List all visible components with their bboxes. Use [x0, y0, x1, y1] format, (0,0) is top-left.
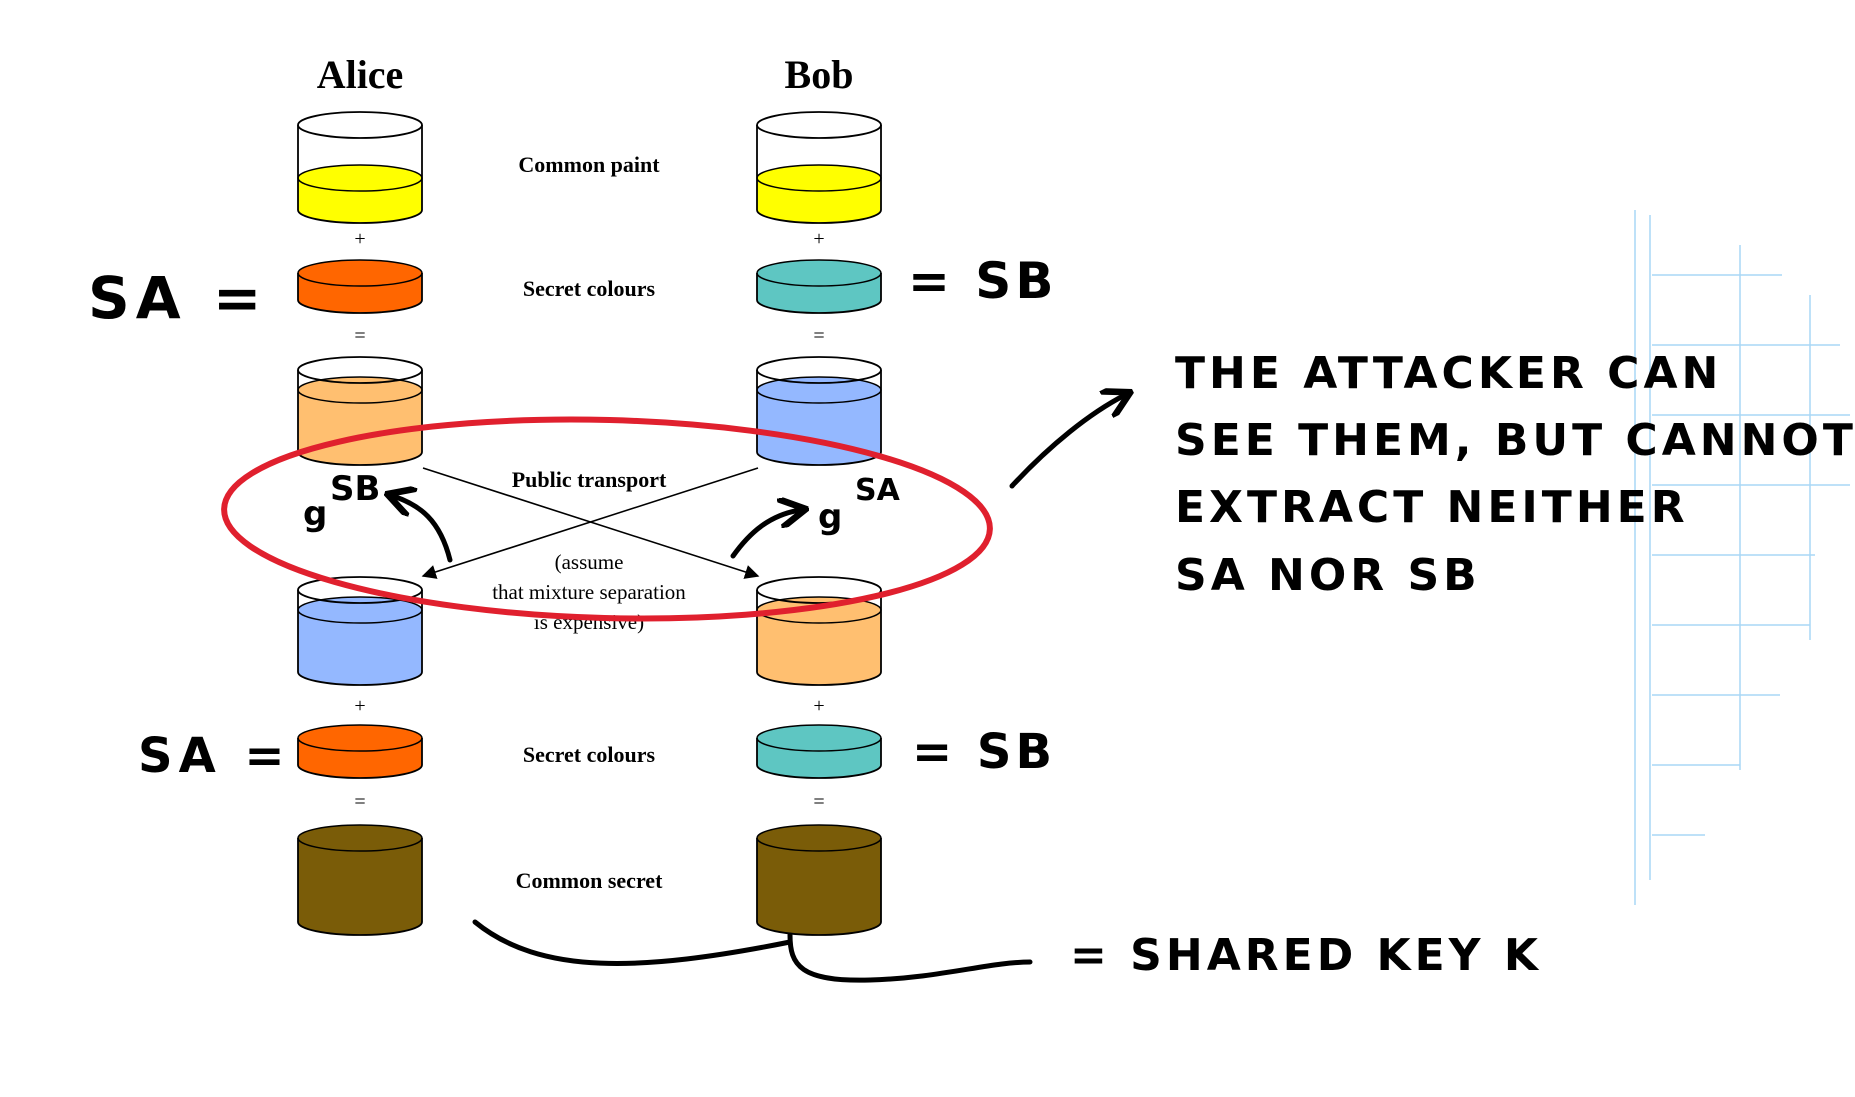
alice-mixture-container-paint-surface	[297, 376, 423, 404]
attacker-note-line: SEE THEM, BUT CANNOT	[1175, 415, 1855, 466]
shared-key-brace-left	[472, 919, 793, 966]
bob-common-secret-container-base	[756, 921, 882, 936]
alice-mixture-container-base	[297, 451, 423, 466]
alice-secret-colour-container-paint-surface	[297, 724, 423, 752]
alice-common-secret-container	[297, 824, 423, 936]
attacker-note-line: SA NOR SB	[1175, 550, 1481, 601]
public-transport-highlight-ellipse	[221, 416, 993, 622]
note-g-left-base: g	[303, 494, 327, 534]
assume-line: that mixture separation	[492, 580, 686, 604]
plus-sign: +	[813, 695, 824, 717]
alice-common-secret-container-paint	[298, 838, 422, 935]
alice-common-paint-container-base	[297, 209, 423, 224]
alice-secret-colour-container-base	[297, 764, 423, 779]
note-sb-bottom: = SB	[912, 724, 1056, 780]
bob-header: Bob	[785, 52, 854, 97]
plus-sign: +	[354, 695, 365, 717]
handwritten-annotations: SA = = SB SA = = SB g SB g SA THE ATTACK…	[88, 252, 1855, 981]
attacker-note-line: THE ATTACKER CAN	[1175, 348, 1722, 399]
note-sb-top: = SB	[908, 252, 1057, 310]
note-sa-top: SA =	[88, 264, 267, 332]
label-common-secret: Common secret	[516, 868, 663, 893]
assume-line: (assume	[555, 550, 624, 574]
bob-secret-colour-container-base	[756, 299, 882, 314]
label-public-transport: Public transport	[512, 467, 667, 492]
alice-received-mixture-container-rim	[297, 576, 423, 604]
plus-sign: +	[354, 228, 365, 250]
bob-mixture-container-paint-surface	[756, 376, 882, 404]
bob-secret-colour-container-paint-surface	[756, 259, 882, 287]
bob-received-mixture-container	[756, 576, 882, 686]
bob-common-secret-container-paint-surface	[756, 824, 882, 852]
alice-common-paint-container	[297, 111, 423, 224]
bob-secret-colour-container-base	[756, 764, 882, 779]
row-labels: Common paint Secret colours Public trans…	[512, 152, 667, 893]
bob-mixture-container-rim	[756, 356, 882, 384]
alice-received-mixture-container-paint	[298, 610, 422, 685]
attacker-pointer-arrow	[1009, 395, 1125, 489]
bob-common-paint-container-base	[756, 209, 882, 224]
bob-received-mixture-container-base	[756, 671, 882, 686]
paint-containers	[297, 111, 882, 936]
bob-secret-colour-container	[756, 259, 882, 314]
label-secret-colours: Secret colours	[523, 276, 656, 301]
exchange-arrows	[421, 467, 760, 579]
arrow-bob-to-alice	[421, 467, 759, 579]
shared-key-brace-right	[787, 932, 1033, 983]
bob-common-paint-container-paint-surface	[756, 164, 882, 192]
bob-secret-colour-container	[756, 724, 882, 779]
alice-common-secret-container-paint-surface	[297, 824, 423, 852]
attacker-note-line: EXTRACT NEITHER	[1175, 482, 1689, 533]
handwritten-strokes	[393, 395, 1125, 983]
plus-sign: +	[813, 228, 824, 250]
bob-received-mixture-container-paint	[757, 610, 881, 685]
bob-common-paint-container	[756, 111, 882, 224]
curved-arrow-right	[730, 510, 800, 559]
bob-received-mixture-container-rim	[756, 576, 882, 604]
equals-sign: =	[813, 325, 824, 347]
label-secret-colours: Secret colours	[523, 742, 656, 767]
alice-secret-colour-container-paint-surface	[297, 259, 423, 287]
alice-received-mixture-container	[297, 576, 423, 686]
alice-common-paint-container-paint-surface	[297, 164, 423, 192]
alice-secret-colour-container	[297, 259, 423, 314]
note-sa-bottom: SA =	[138, 728, 291, 784]
alice-mixture-container-rim	[297, 356, 423, 384]
curved-arrow-left	[393, 496, 453, 563]
equals-sign: =	[813, 791, 824, 813]
alice-secret-colour-container-base	[297, 299, 423, 314]
alice-common-paint-container-rim	[297, 111, 423, 139]
note-g-left-exp: SB	[330, 469, 380, 509]
background-grid	[1634, 210, 1850, 905]
alice-common-secret-container-base	[297, 921, 423, 936]
alice-header: Alice	[317, 52, 404, 97]
bob-secret-colour-container-paint-surface	[756, 724, 882, 752]
bob-common-secret-container-paint	[757, 838, 881, 935]
equals-sign: =	[354, 325, 365, 347]
operators: + + = = + + = =	[354, 228, 824, 813]
equals-sign: =	[354, 791, 365, 813]
note-g-right-base: g	[818, 497, 842, 537]
note-g-right-exp: SA	[855, 473, 901, 508]
shared-key-note: = SHARED KEY K	[1070, 930, 1542, 981]
bob-common-paint-container-rim	[756, 111, 882, 139]
label-common-paint: Common paint	[518, 152, 660, 177]
alice-received-mixture-container-base	[297, 671, 423, 686]
bob-common-secret-container	[756, 824, 882, 936]
alice-secret-colour-container	[297, 724, 423, 779]
